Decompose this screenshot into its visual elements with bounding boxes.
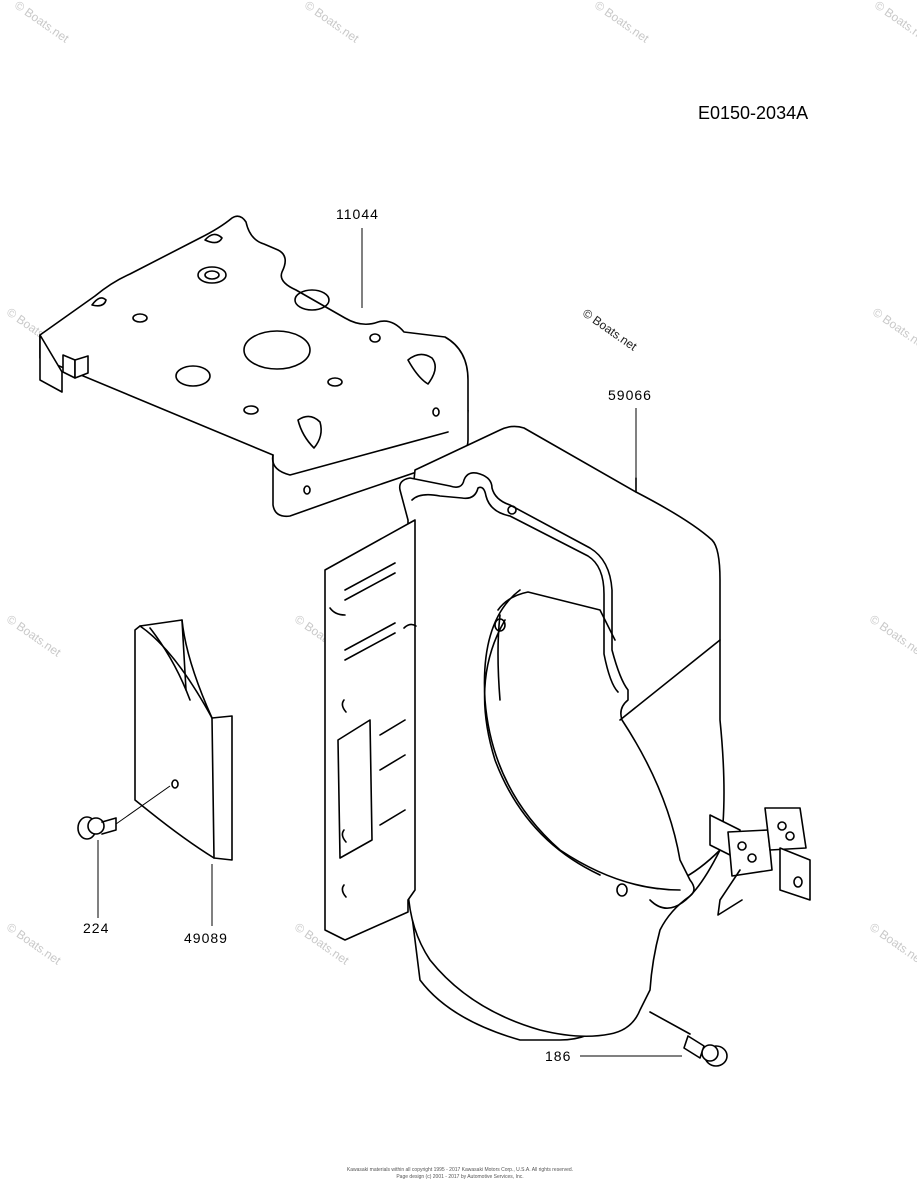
- footer-line: Page design (c) 2001 - 2017 by Automotiv…: [396, 1174, 524, 1180]
- part-number-224: 224: [83, 920, 110, 936]
- part-number-186: 186: [545, 1048, 572, 1064]
- part-number-11044: 11044: [336, 206, 379, 222]
- leader-lines: [97, 228, 682, 1057]
- cover-bolt: [77, 785, 171, 840]
- part-number-59066: 59066: [608, 387, 652, 403]
- side-cover: [134, 619, 233, 861]
- diagram-id: E0150-2034A: [698, 103, 809, 123]
- footer-line: Kawasaki materials within all copyright …: [346, 1167, 574, 1173]
- part-number-49089: 49089: [184, 930, 228, 946]
- footer-copyright: Kawasaki materials within all copyright …: [340, 1167, 580, 1181]
- shroud-bolt: [649, 1011, 728, 1067]
- mounting-plate: [39, 215, 469, 518]
- blower-housing: [324, 425, 811, 1041]
